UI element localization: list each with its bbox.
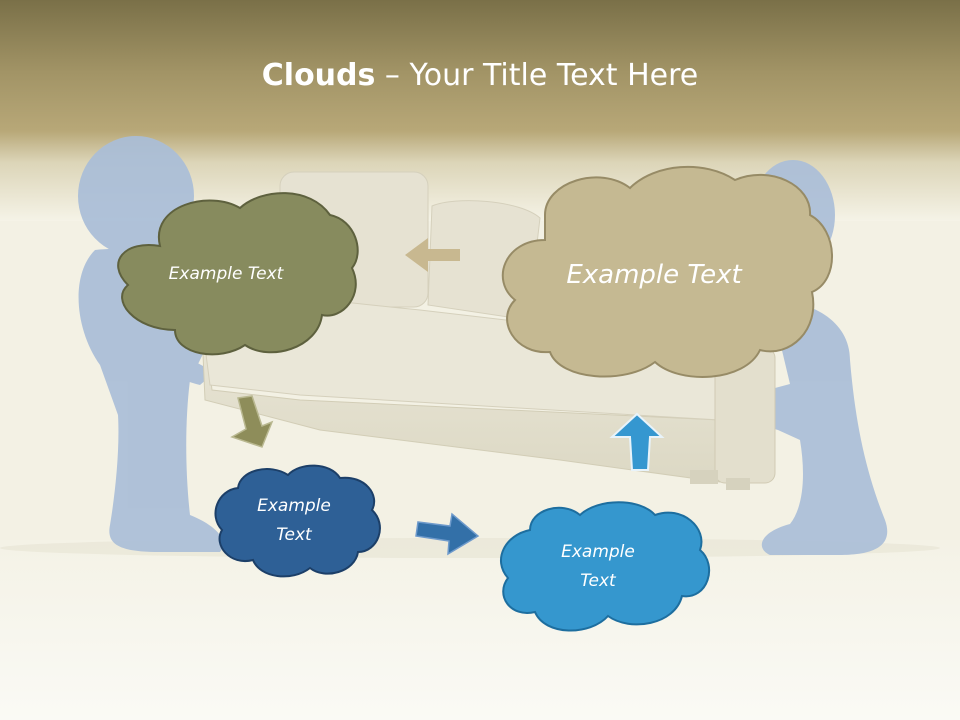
sofa-leg-right (690, 470, 718, 484)
cloud-olive-text: Example Text (168, 264, 284, 284)
right-figure-body (761, 300, 888, 555)
cloud-sky-text: Example Text (542, 538, 654, 596)
title-rest: Your Title Text Here (409, 58, 699, 93)
cloud-tan-text: Example Text (566, 260, 742, 290)
slide-title: Clouds – Your Title Text Here (0, 56, 960, 96)
cloud-olive (117, 192, 359, 356)
header-band (0, 0, 960, 132)
arrow-left (405, 238, 460, 272)
floor (0, 540, 960, 720)
cloud-tan (501, 165, 833, 378)
cloud-navy (214, 464, 381, 578)
sofa-leg-far (726, 478, 750, 490)
left-figure-arm (135, 325, 215, 385)
cloud-navy-line1: Example (257, 496, 331, 516)
cloud-navy-text: Example Text (238, 492, 350, 550)
cloud-sky-line2: Text (580, 571, 616, 591)
arrow-right (415, 512, 480, 556)
arrow-down (230, 395, 274, 448)
title-bold: Clouds (261, 58, 376, 93)
arrow-up (609, 412, 665, 471)
cloud-sky (500, 501, 710, 632)
cloud-sky-line1: Example (561, 542, 635, 562)
cloud-navy-line2: Text (276, 525, 312, 545)
title-dash: – (375, 58, 410, 93)
